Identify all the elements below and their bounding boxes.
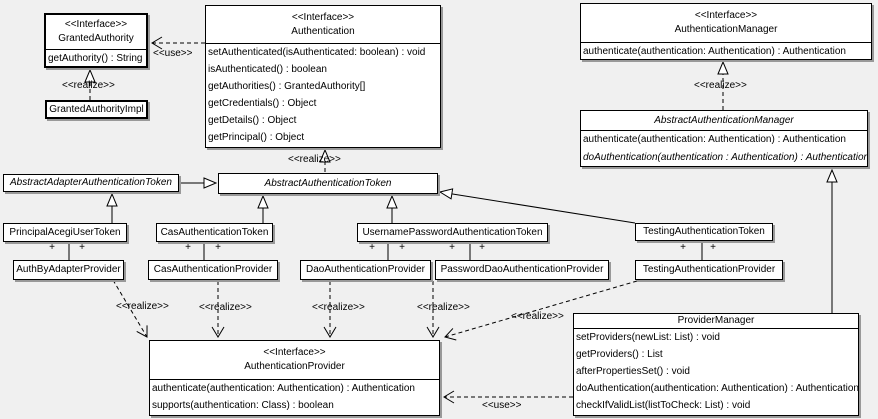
- class-header: <<Interface>> AuthenticationProvider: [150, 341, 439, 380]
- association-end-plus: +: [49, 242, 55, 253]
- class-name: UsernamePasswordAuthenticationToken: [362, 226, 543, 238]
- association-end-plus: +: [79, 242, 85, 253]
- method-label: getCredentials() : Object: [208, 98, 317, 109]
- class-name: ProviderManager: [677, 315, 755, 326]
- realize-label: <<realize>>: [312, 302, 365, 313]
- class-granted-authority: <<Interface>> GrantedAuthority getAuthor…: [44, 13, 148, 68]
- method-label: doAuthentication(authentication : Authen…: [583, 152, 867, 163]
- realize-label: <<realize>>: [116, 301, 169, 312]
- class-username-password-authentication-token: UsernamePasswordAuthenticationToken: [357, 223, 548, 242]
- class-name: AuthByAdapterProvider: [16, 264, 121, 275]
- class-name: CasAuthenticationToken: [160, 226, 269, 238]
- class-name: AuthenticationManager: [674, 24, 778, 35]
- method-label: authenticate(authentication: Authenticat…: [583, 46, 846, 57]
- class-dao-authentication-provider: DaoAuthenticationProvider: [300, 260, 431, 280]
- class-header: ProviderManager: [574, 314, 858, 329]
- class-header: AbstractAuthenticationManager: [581, 111, 867, 131]
- method-label: authenticate(authentication: Authenticat…: [152, 383, 415, 394]
- class-name: PrincipalAcegiUserToken: [9, 226, 121, 238]
- class-name: DaoAuthenticationProvider: [306, 264, 425, 275]
- class-auth-by-adapter-provider: AuthByAdapterProvider: [13, 260, 124, 280]
- association-end-plus: +: [710, 242, 716, 253]
- class-testing-authentication-provider: TestingAuthenticationProvider: [635, 260, 783, 280]
- association-end-plus: +: [399, 242, 405, 253]
- association-end-plus: +: [479, 242, 485, 253]
- realize-label: <<realize>>: [417, 302, 470, 313]
- class-testing-authentication-token: TestingAuthenticationToken: [635, 223, 773, 241]
- method-label: supports(authentication: Class) : boolea…: [152, 400, 334, 411]
- class-cas-authentication-provider: CasAuthenticationProvider: [148, 260, 278, 280]
- class-header: <<Interface>> GrantedAuthority: [46, 15, 146, 50]
- use-label: <<use>>: [153, 48, 193, 59]
- association-end-plus: +: [215, 242, 221, 253]
- method-label: authenticate(authentication: Authenticat…: [583, 134, 846, 145]
- stereotype-label: <<Interface>>: [291, 11, 355, 23]
- method-label: getDetails() : Object: [208, 115, 297, 126]
- realize-label: <<realize>>: [199, 302, 252, 313]
- method-label: setAuthenticated(isAuthenticated: boolea…: [208, 47, 426, 58]
- edge-gen-testingauthenticationtoken: [440, 192, 636, 224]
- method-label: getAuthorities() : GrantedAuthority[]: [208, 81, 366, 92]
- association-end-plus: +: [449, 242, 455, 253]
- realize-label: <<realize>>: [288, 154, 341, 165]
- method-label: setProviders(newList: List) : void: [576, 332, 720, 343]
- stereotype-label: <<Interface>>: [263, 347, 326, 358]
- association-end-plus: +: [185, 242, 191, 253]
- method-label: isAuthenticated() : boolean: [208, 64, 327, 75]
- class-name: GrantedAuthorityImpl: [49, 103, 144, 115]
- method-label: doAuthentication(authentication: Authent…: [576, 383, 858, 394]
- class-abstract-adapter-authentication-token: AbstractAdapterAuthenticationToken: [3, 174, 179, 192]
- class-name: GrantedAuthority: [58, 33, 134, 44]
- method-label: getPrincipal() : Object: [208, 132, 305, 143]
- stereotype-label: <<Interface>>: [64, 19, 128, 30]
- class-cas-authentication-token: CasAuthenticationToken: [156, 223, 273, 242]
- edge-realize-testingauthenticationprovider: [444, 280, 638, 341]
- class-name: PasswordDaoAuthenticationProvider: [440, 264, 604, 275]
- class-password-dao-authentication-provider: PasswordDaoAuthenticationProvider: [435, 260, 609, 280]
- class-name: AbstractAuthenticationManager: [654, 114, 794, 126]
- class-name: AbstractAuthenticationToken: [264, 177, 392, 189]
- class-authentication: <<Interface>> Authentication setAuthenti…: [205, 5, 441, 148]
- class-name: TestingAuthenticationToken: [643, 226, 765, 237]
- association-end-plus: +: [369, 242, 375, 253]
- class-name: AuthenticationProvider: [244, 361, 345, 372]
- realize-label: <<realize>>: [511, 311, 564, 322]
- class-name: CasAuthenticationProvider: [153, 264, 273, 275]
- realize-label: <<realize>>: [62, 80, 115, 91]
- method-label: getProviders() : List: [576, 349, 663, 360]
- association-end-plus: +: [680, 242, 686, 253]
- class-provider-manager: ProviderManager setProviders(newList: Li…: [573, 313, 859, 416]
- class-abstract-authentication-manager: AbstractAuthenticationManager authentica…: [580, 110, 868, 167]
- class-name: AbstractAdapterAuthenticationToken: [10, 177, 172, 188]
- class-authentication-manager: <<Interface>> AuthenticationManager auth…: [580, 3, 872, 60]
- method-label: checkIfValidList(listToCheck: List) : vo…: [576, 400, 751, 411]
- use-label: <<use>>: [482, 400, 522, 411]
- class-granted-authority-impl: GrantedAuthorityImpl: [45, 100, 148, 119]
- method-label: getAuthority() : String: [48, 53, 143, 64]
- realize-label: <<realize>>: [694, 80, 747, 91]
- method-label: afterPropertiesSet() : void: [576, 366, 690, 377]
- class-principal-acegi-user-token: PrincipalAcegiUserToken: [3, 223, 127, 242]
- stereotype-label: <<Interface>>: [694, 10, 758, 21]
- class-abstract-authentication-token: AbstractAuthenticationToken: [218, 173, 438, 194]
- class-header: <<Interface>> Authentication: [206, 6, 440, 44]
- class-name: TestingAuthenticationProvider: [642, 264, 776, 275]
- class-authentication-provider: <<Interface>> AuthenticationProvider aut…: [149, 340, 440, 416]
- class-name: Authentication: [291, 25, 355, 37]
- class-header: <<Interface>> AuthenticationManager: [581, 4, 871, 43]
